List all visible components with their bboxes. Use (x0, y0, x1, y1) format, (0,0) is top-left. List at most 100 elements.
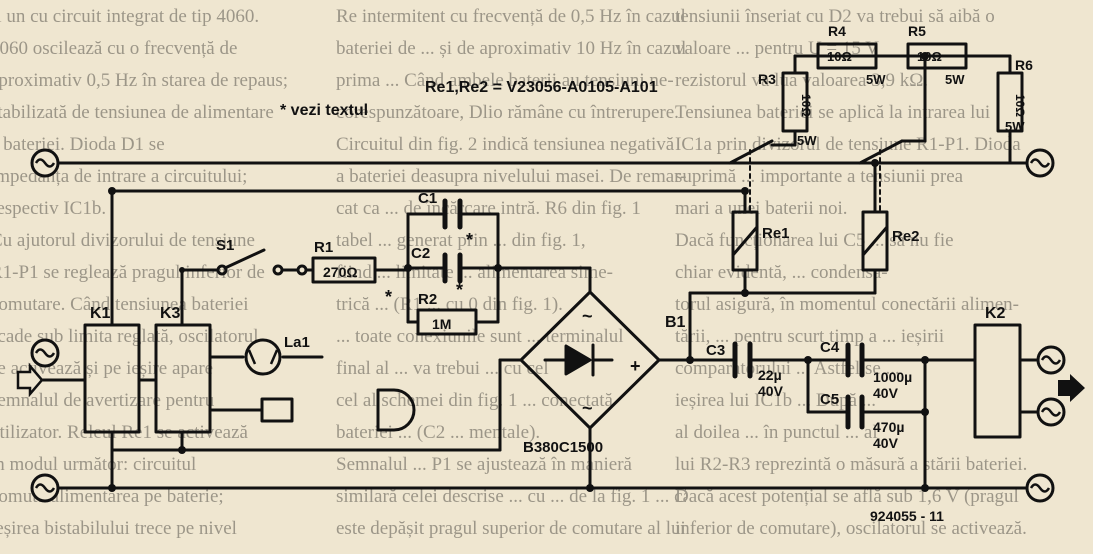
background-text-line: scade sub limita reglată, oscilatorul (0, 326, 259, 347)
label-re1: Re1 (762, 225, 790, 242)
b1-ac-mark-top: ~ (582, 306, 593, 326)
value-r1: 270Ω (323, 264, 358, 280)
background-text-line: aproximativ 0,5 Hz în starea de repaus; (0, 70, 289, 91)
label-r5: R5 (908, 23, 926, 39)
star-r2: * (385, 287, 392, 307)
background-text-line: chiar evidentă, ... condensa- (675, 262, 888, 283)
background-text-line: tabel ... generat prin ... din fig. 1, (336, 230, 586, 251)
value-c3-cap: 22µ (758, 367, 782, 383)
background-text-line: lui R2-R3 reprezintă o măsură a stării b… (675, 454, 1028, 475)
background-text-line: suprimă ... importante a tensiunii prea (675, 166, 964, 187)
reference-number: 924055 - 11 (870, 508, 944, 524)
background-text-line: ieșirea lui IC1b ... După ... (675, 390, 877, 411)
background-text-line: bateriei de ... și de aproximativ 10 Hz … (336, 38, 686, 59)
r5-body (906, 42, 968, 70)
k3-resistor (260, 397, 294, 423)
background-text-line: Tensiunea bateriei se aplică la intrarea… (675, 102, 991, 123)
label-c5: C5 (820, 391, 839, 408)
value-r4: 10Ω (827, 49, 852, 64)
star-c2: * (456, 280, 463, 300)
value-c5-volt: 40V (873, 435, 899, 451)
background-text-line: Cu ajutorul divizorului de tensiune (0, 230, 255, 251)
label-r3: R3 (758, 71, 776, 87)
re1-switch-lever (728, 139, 774, 165)
background-text-line: este depășit pragul superior de comutare… (336, 518, 686, 539)
footnote: * vezi textul (280, 102, 368, 119)
label-c2: C2 (411, 245, 430, 262)
background-text-line: al doilea ... în punctul ... al (675, 422, 878, 443)
value-r5: 10Ω (917, 49, 942, 64)
background-text-line: Dacă acest potențial se află sub 1,6 V (… (675, 486, 1019, 507)
label-c3: C3 (706, 342, 725, 359)
value-c4-volt: 40V (873, 385, 899, 401)
background-text-line: similară celei descrise ... cu ... de la… (336, 486, 686, 507)
background-text-line: tării, ... pentru scurt timp a ... ieșir… (675, 326, 945, 347)
background-text-line: a bateriei deasupra nivelului masei. De … (336, 166, 686, 187)
label-r6: R6 (1015, 57, 1033, 73)
wattage-r3: 5W (797, 133, 817, 148)
label-la1: La1 (284, 334, 310, 351)
la1-lamp (244, 338, 282, 376)
label-k2: K2 (985, 305, 1006, 322)
background-text-line: comutare. Când tensiunea bateriei (0, 294, 249, 315)
re1-coil-diagonal (731, 225, 759, 257)
b1-ac-mark-bottom: ~ (582, 398, 593, 418)
label-k3: K3 (160, 305, 181, 322)
k3-body (154, 323, 212, 434)
and-gate-symbol (376, 388, 416, 432)
background-text-line: ieșirea bistabilului trece pe nivel (0, 518, 237, 539)
label-k1: K1 (90, 305, 111, 322)
background-text-line: trică ... (R1 ... cu 0 din fig. 1). (336, 294, 563, 315)
background-text-line: Re intermitent cu frecvență de 0,5 Hz în… (336, 6, 686, 27)
label-b1: B1 (665, 314, 686, 331)
label-s1: S1 (216, 237, 234, 254)
label-c4: C4 (820, 339, 840, 356)
relay-note: Re1,Re2 = V23056-A0105-A101 (425, 79, 658, 96)
label-r2: R2 (418, 291, 437, 308)
background-text-line: tensiunii înseriat cu D2 va trebui să ai… (675, 6, 995, 27)
label-c1: C1 (418, 190, 437, 207)
background-text-line: mari a unei baterii noi. (675, 198, 848, 219)
s1-lever (223, 248, 266, 270)
k2-body (973, 323, 1022, 439)
output-arrow (1058, 374, 1085, 402)
r4-body (816, 42, 878, 70)
background-text-line: final al ... va trebui ... cu cel (336, 358, 549, 379)
value-r2: 1M (432, 316, 451, 332)
background-text-line: impedanța de intrare a circuitului; (0, 166, 248, 187)
b1-plus-mark: + (630, 356, 641, 376)
background-text-line: Dacă funcționarea lui C5 ... să nu fie (675, 230, 954, 251)
label-r1: R1 (314, 239, 333, 256)
background-text-line: corespunzătoare, Dlio rămâne cu întrerup… (336, 102, 679, 123)
wattage-r4: 5W (866, 72, 886, 87)
background-text-line: rezistorul va lua valoarea 3,9 kΩ. (675, 70, 929, 91)
background-text-line: semnalul de avertizare pentru (0, 390, 215, 411)
re2-switch-lever (858, 139, 904, 165)
wattage-r5: 5W (945, 72, 965, 87)
input-arrow (16, 362, 44, 398)
background-text-line: inferior de comutare), oscilatorul se ac… (675, 518, 1027, 539)
background-text-line: Circuitul din fig. 2 indică tensiunea ne… (336, 134, 675, 155)
background-text-line: prima ... Când ambele baterii au tensiun… (336, 70, 674, 91)
background-text-line: in modul următor: circuitul (0, 454, 197, 475)
label-r4: R4 (828, 23, 846, 39)
background-text-line: bateriei ... (C2 ... mentale). (336, 422, 541, 443)
background-text-line: respectiv IC1b. (0, 198, 107, 219)
value-c3-volt: 40V (758, 383, 784, 399)
background-text-line: Semnalul ... P1 se ajustează în manieră (336, 454, 632, 475)
value-c5-cap: 470µ (873, 419, 904, 435)
background-text-line: stabilizată de tensiunea de alimentare (0, 102, 274, 123)
background-text-line: IC1a prin divizorul de tensiune R1-P1. D… (675, 134, 1021, 155)
background-text-line: fi un cu circuit integrat de tip 4060. (0, 6, 260, 27)
star-c1: * (466, 230, 473, 250)
value-c4-cap: 1000µ (873, 369, 912, 385)
k1-body (83, 323, 141, 434)
b1-part-number: B380C1500 (523, 439, 603, 456)
value-r6: 10Ω (1013, 94, 1027, 117)
background-text-line: 4060 oscilează cu o frecvență de (0, 38, 238, 59)
value-r3: 10Ω (799, 94, 813, 117)
background-text-line: torul asigură, în momentul conectării al… (675, 294, 1020, 315)
b1-diode-symbol (564, 344, 592, 376)
re2-coil-diagonal (861, 225, 889, 257)
